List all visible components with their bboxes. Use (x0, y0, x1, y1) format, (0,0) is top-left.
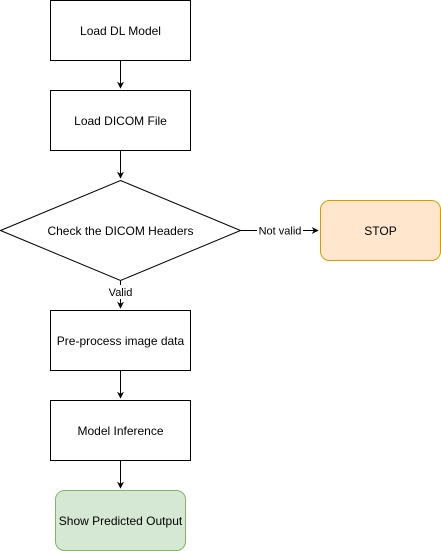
load-dicom-label: Load DICOM File (74, 114, 167, 128)
inference-box (50, 400, 191, 461)
load-model-label: Load DL Model (80, 24, 161, 38)
valid-label-bg (106, 285, 135, 299)
not-valid-label-bg (257, 223, 303, 238)
preprocess-label: Pre-process image data (57, 334, 185, 348)
load-dicom-box (50, 90, 191, 151)
check-headers-label: Check the DICOM Headers (47, 224, 193, 238)
valid-label: Valid (109, 287, 133, 299)
stop-label: STOP (364, 224, 396, 238)
load-model-box (50, 0, 191, 61)
check-headers-diamond (0, 179, 242, 282)
output-label: Show Predicted Output (59, 514, 183, 528)
not-valid-label: Not valid (259, 226, 302, 238)
inference-label: Model Inference (77, 424, 163, 438)
preprocess-box (50, 310, 191, 371)
